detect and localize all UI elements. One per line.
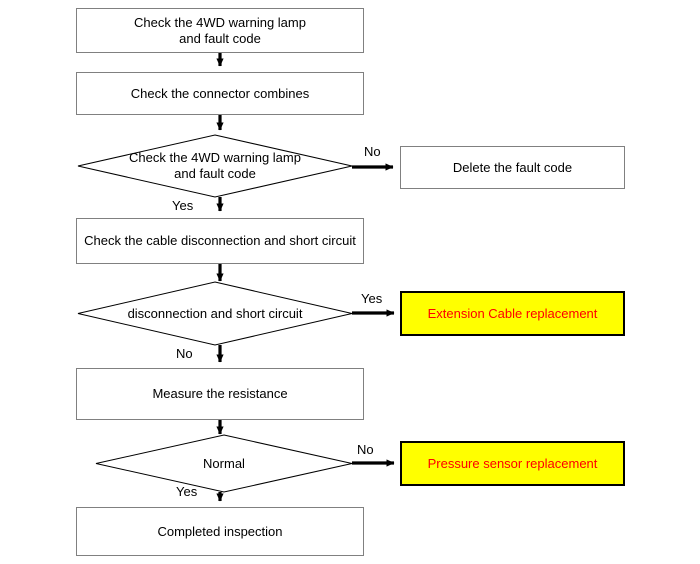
edge-label-cable-yes: Yes xyxy=(361,291,383,306)
decision-shape-check-4wd-warning-lamp xyxy=(77,134,353,198)
node-label: Check the cable disconnection and short … xyxy=(84,233,356,248)
node-check-cable-disconnection: Check the cable disconnection and short … xyxy=(76,218,364,264)
edge-label-cable-no: No xyxy=(176,346,193,361)
node-label: Delete the fault code xyxy=(452,159,573,175)
node-label: Measure the resistance xyxy=(152,386,288,401)
node-measure-the-resistance: Measure the resistance xyxy=(76,368,364,420)
decision-shape-normal xyxy=(95,434,353,493)
edge-label-lamp-yes: Yes xyxy=(172,198,194,213)
node-check-connector-combines: Check the connector combines xyxy=(76,72,364,115)
node-label: Pressure sensor replacement xyxy=(427,455,598,471)
edge-label-normal-no: No xyxy=(357,442,374,457)
node-completed-inspection: Completed inspection xyxy=(76,507,364,556)
node-pressure-sensor-replacement: Pressure sensor replacement xyxy=(400,441,625,486)
node-label: Check the 4WD warning lamp and fault cod… xyxy=(134,15,306,47)
node-extension-cable-replacement: Extension Cable replacement xyxy=(400,291,625,336)
node-label: Completed inspection xyxy=(157,523,283,539)
node-label: Check the connector combines xyxy=(130,85,310,101)
node-label: Extension Cable replacement xyxy=(427,305,598,321)
node-label-line2: and fault code xyxy=(179,30,261,46)
node-label-line1: Check the 4WD warning lamp xyxy=(134,14,306,30)
node-delete-the-fault-code: Delete the fault code xyxy=(400,146,625,189)
edge-label-lamp-no: No xyxy=(364,144,381,159)
edge-label-normal-yes: Yes xyxy=(176,484,198,499)
node-check-4wd-warning-lamp: Check the 4WD warning lamp and fault cod… xyxy=(76,8,364,53)
decision-shape-disconnection-and-short-circuit xyxy=(77,281,353,346)
